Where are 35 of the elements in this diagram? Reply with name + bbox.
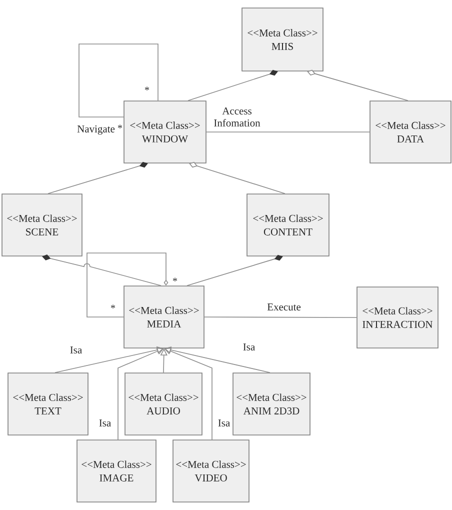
- connector: [188, 70, 278, 101]
- class-box: <<Meta Class>> DATA: [370, 100, 452, 164]
- arrow: [54, 346, 164, 373]
- multiplicity: *: [173, 278, 178, 282]
- class-box: <<Meta Class>> VIDEO: [172, 440, 250, 502]
- connector: [189, 162, 286, 194]
- class-box: <<Meta Class>> IMAGE: [76, 440, 156, 502]
- multiplicity: *: [111, 304, 116, 308]
- edge-label: Execute: [266, 302, 302, 312]
- class-box: <<Meta Class>> MIIS: [242, 8, 324, 72]
- connector: [48, 162, 148, 194]
- connector: [86, 252, 168, 318]
- class-box: <<Meta Class>> ANIM 2D3D: [232, 372, 310, 436]
- connector: [42, 254, 162, 286]
- edge-label: Navigate: [76, 124, 116, 136]
- arrow: [118, 348, 164, 440]
- connector: [186, 254, 283, 286]
- multiplicity: *: [118, 124, 122, 128]
- connector: [307, 70, 408, 101]
- class-box: <<Meta Class>> MEDIA: [124, 286, 204, 348]
- multiplicity: *: [145, 86, 150, 90]
- edge-label: Isa: [217, 418, 231, 428]
- class-box: <<Meta Class>> AUDIO: [124, 372, 202, 436]
- class-box: <<Meta Class>> CONTENT: [246, 194, 330, 256]
- edge-label: Isa: [98, 418, 112, 428]
- line: [78, 44, 158, 118]
- arrow: [164, 348, 212, 440]
- class-box: <<Meta Class>> WINDOW: [124, 100, 206, 164]
- edge-label: Isa: [242, 342, 256, 352]
- class-box: <<Meta Class>> TEXT: [8, 372, 88, 436]
- class-box: <<Meta Class>> SCENE: [2, 194, 82, 256]
- line: [204, 316, 357, 318]
- class-box: <<Meta Class>> INTERACTION: [356, 286, 438, 348]
- edge-label: Isa: [69, 346, 83, 354]
- edge-label: Access Infomation: [207, 106, 267, 128]
